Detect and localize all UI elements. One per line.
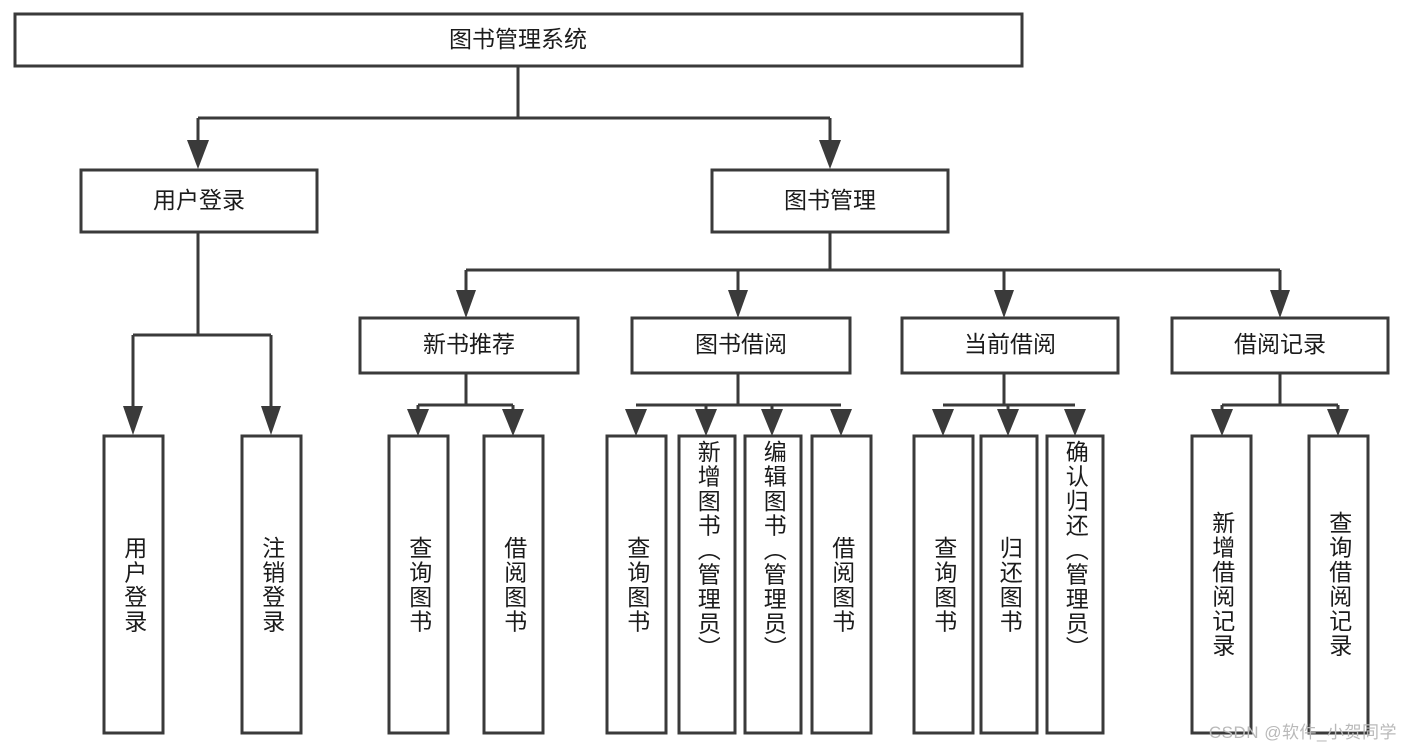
node-book-management-label: 图书管理 xyxy=(784,187,876,213)
node-root[interactable]: 图书管理系统 xyxy=(13,12,1024,68)
arrow-current-borrow xyxy=(994,290,1014,318)
node-leaf-user-logout-box[interactable] xyxy=(240,434,303,735)
node-leaf-borrow-book-1-box[interactable] xyxy=(482,434,545,735)
node-root-box[interactable] xyxy=(13,12,1024,68)
node-leaf-query-book-2-box[interactable] xyxy=(605,434,668,735)
node-current-borrow[interactable]: 当前借阅 xyxy=(900,316,1120,375)
node-book-management-box[interactable] xyxy=(710,168,950,234)
csdn-watermark: CSDN @软件_小贺同学 xyxy=(1208,723,1397,742)
node-book-borrow-label: 图书借阅 xyxy=(695,331,787,357)
node-borrow-record-box[interactable] xyxy=(1170,316,1390,375)
node-user-login[interactable]: 用户登录 xyxy=(79,168,319,234)
arrow-book-management xyxy=(819,140,841,169)
node-leaf-add-record-box[interactable] xyxy=(1190,434,1253,735)
node-new-book-recommend-label: 新书推荐 xyxy=(423,331,515,357)
arrow-user-login xyxy=(187,140,209,169)
arrow-leaf-borrow-book-2 xyxy=(830,409,852,436)
node-leaf-query-record-box[interactable] xyxy=(1307,434,1370,735)
node-user-login-box[interactable] xyxy=(79,168,319,234)
arrow-new-book-recommend xyxy=(456,290,476,318)
node-root-label: 图书管理系统 xyxy=(449,26,587,52)
node-current-borrow-box[interactable] xyxy=(900,316,1120,375)
node-leaf-borrow-book-2-box[interactable] xyxy=(810,434,873,735)
node-current-borrow-label: 当前借阅 xyxy=(964,331,1056,357)
arrow-leaf-query-book-3 xyxy=(932,409,954,436)
arrow-leaf-query-book-1 xyxy=(407,409,429,436)
node-leaf-edit-book-box[interactable] xyxy=(743,434,803,735)
node-book-management[interactable]: 图书管理 xyxy=(710,168,950,234)
connector-layer xyxy=(123,66,1349,436)
arrow-borrow-record xyxy=(1270,290,1290,318)
arrow-leaf-user-logout xyxy=(261,406,281,435)
node-leaf-query-book-1-box[interactable] xyxy=(387,434,450,735)
arrow-leaf-add-record xyxy=(1211,409,1233,436)
arrow-leaf-edit-book xyxy=(761,409,783,436)
arrow-book-borrow xyxy=(728,290,748,318)
arrow-leaf-confirm-return xyxy=(1064,409,1086,436)
node-leaf-query-book-3-box[interactable] xyxy=(912,434,975,735)
node-new-book-recommend[interactable]: 新书推荐 xyxy=(358,316,580,375)
arrow-leaf-query-book-2 xyxy=(625,409,647,436)
node-user-login-label: 用户登录 xyxy=(153,187,245,213)
node-book-borrow[interactable]: 图书借阅 xyxy=(630,316,852,375)
arrow-leaf-user-login xyxy=(123,406,143,435)
arrow-leaf-borrow-book-1 xyxy=(502,409,524,436)
node-book-borrow-box[interactable] xyxy=(630,316,852,375)
arrow-leaf-return-book xyxy=(997,409,1019,436)
node-borrow-record[interactable]: 借阅记录 xyxy=(1170,316,1390,375)
arrow-leaf-query-record xyxy=(1327,409,1349,436)
node-leaf-user-login-box[interactable] xyxy=(102,434,165,735)
node-leaf-return-book-box[interactable] xyxy=(979,434,1039,735)
node-leaf-confirm-return-box[interactable] xyxy=(1045,434,1105,735)
node-leaf-add-book-box[interactable] xyxy=(677,434,737,735)
node-borrow-record-label: 借阅记录 xyxy=(1234,331,1326,357)
arrow-leaf-add-book xyxy=(695,409,717,436)
node-new-book-recommend-box[interactable] xyxy=(358,316,580,375)
